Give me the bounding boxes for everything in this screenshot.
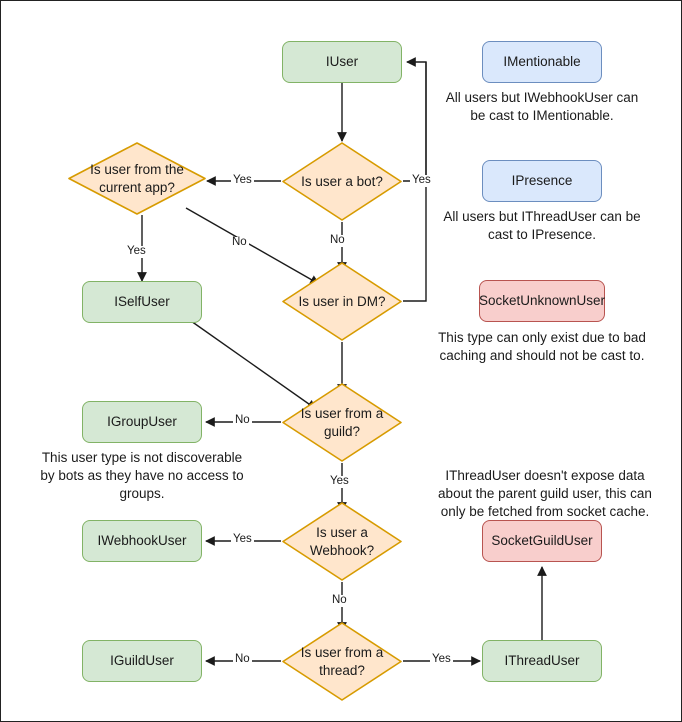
node-socketguilduser-label: SocketGuildUser [491, 532, 593, 548]
note-ithreaduser: IThreadUser doesn't expose data about th… [438, 468, 652, 519]
node-iuser[interactable]: IUser [282, 41, 402, 83]
node-iwebhookuser-label: IWebhookUser [97, 532, 187, 548]
node-is-user-a-bot[interactable]: Is user a bot? [281, 141, 403, 222]
edge-label-guild-no: No [233, 414, 252, 427]
node-is-user-from-guild[interactable]: Is user from a guild? [281, 382, 403, 463]
note-igroupuser: This user type is not discoverable by bo… [40, 450, 244, 501]
node-socketunknownuser-label: SocketUnknownUser [478, 292, 606, 308]
node-is-user-from-current-app-label: Is user from the current app? [90, 161, 184, 195]
node-socketguilduser[interactable]: SocketGuildUser [482, 520, 602, 562]
node-iguilduser[interactable]: IGuildUser [82, 640, 202, 682]
edge-label-isbot-to-app-yes: Yes [231, 174, 254, 187]
edge-label-app-no: No [230, 236, 249, 249]
node-iselfuser-label: ISelfUser [114, 293, 170, 309]
node-is-user-from-thread-label: Is user from a thread? [300, 644, 384, 678]
edge-label-bot-yes: Yes [410, 174, 433, 187]
node-ipresence[interactable]: IPresence [482, 160, 602, 202]
diamond-shape-is-user-from-current-app [68, 142, 206, 215]
node-is-user-from-current-app[interactable]: Is user from the current app? [67, 141, 207, 216]
node-igroupuser-label: IGroupUser [107, 413, 177, 429]
note-imentionable: All users but IWebhookUser can be cast t… [445, 90, 639, 123]
node-socketunknownuser[interactable]: SocketUnknownUser [479, 280, 605, 322]
edge-label-webhook-no: No [330, 594, 349, 607]
edge-label-bot-no: No [328, 234, 347, 247]
node-iguilduser-label: IGuildUser [110, 652, 174, 668]
node-imentionable-label: IMentionable [503, 53, 581, 69]
node-ipresence-label: IPresence [511, 172, 573, 188]
node-is-user-in-dm-label: Is user in DM? [298, 293, 386, 309]
node-iwebhookuser[interactable]: IWebhookUser [82, 520, 202, 562]
node-iselfuser[interactable]: ISelfUser [82, 281, 202, 323]
note-ipresence: All users but IThreadUser can be cast to… [443, 209, 641, 242]
edge-label-webhook-yes: Yes [231, 533, 254, 546]
note-socketunknownuser: This type can only exist due to bad cach… [438, 330, 646, 363]
node-ithreaduser[interactable]: IThreadUser [482, 640, 602, 682]
node-is-user-a-bot-label: Is user a bot? [301, 173, 383, 189]
edge-label-thread-yes: Yes [430, 653, 453, 666]
node-iuser-label: IUser [325, 53, 359, 69]
node-is-user-in-dm[interactable]: Is user in DM? [281, 261, 403, 342]
node-is-user-from-guild-label: Is user from a guild? [300, 405, 384, 439]
edge-label-app-yes-down: Yes [125, 245, 148, 258]
diamond-shape-is-user-a-webhook [282, 502, 402, 581]
edge-label-thread-no: No [233, 653, 252, 666]
node-is-user-from-thread[interactable]: Is user from a thread? [281, 621, 403, 702]
edge-isbot-yes-to-iuser [403, 57, 427, 182]
node-ithreaduser-label: IThreadUser [504, 652, 580, 668]
node-is-user-a-webhook-label: Is user a Webhook? [309, 524, 375, 558]
diamond-shape-is-user-a-bot [282, 142, 402, 221]
diamond-shape-is-user-from-thread [282, 622, 402, 701]
node-igroupuser[interactable]: IGroupUser [82, 401, 202, 443]
edge-label-guild-yes: Yes [328, 475, 351, 488]
node-imentionable[interactable]: IMentionable [482, 41, 602, 83]
node-is-user-a-webhook[interactable]: Is user a Webhook? [281, 501, 403, 582]
